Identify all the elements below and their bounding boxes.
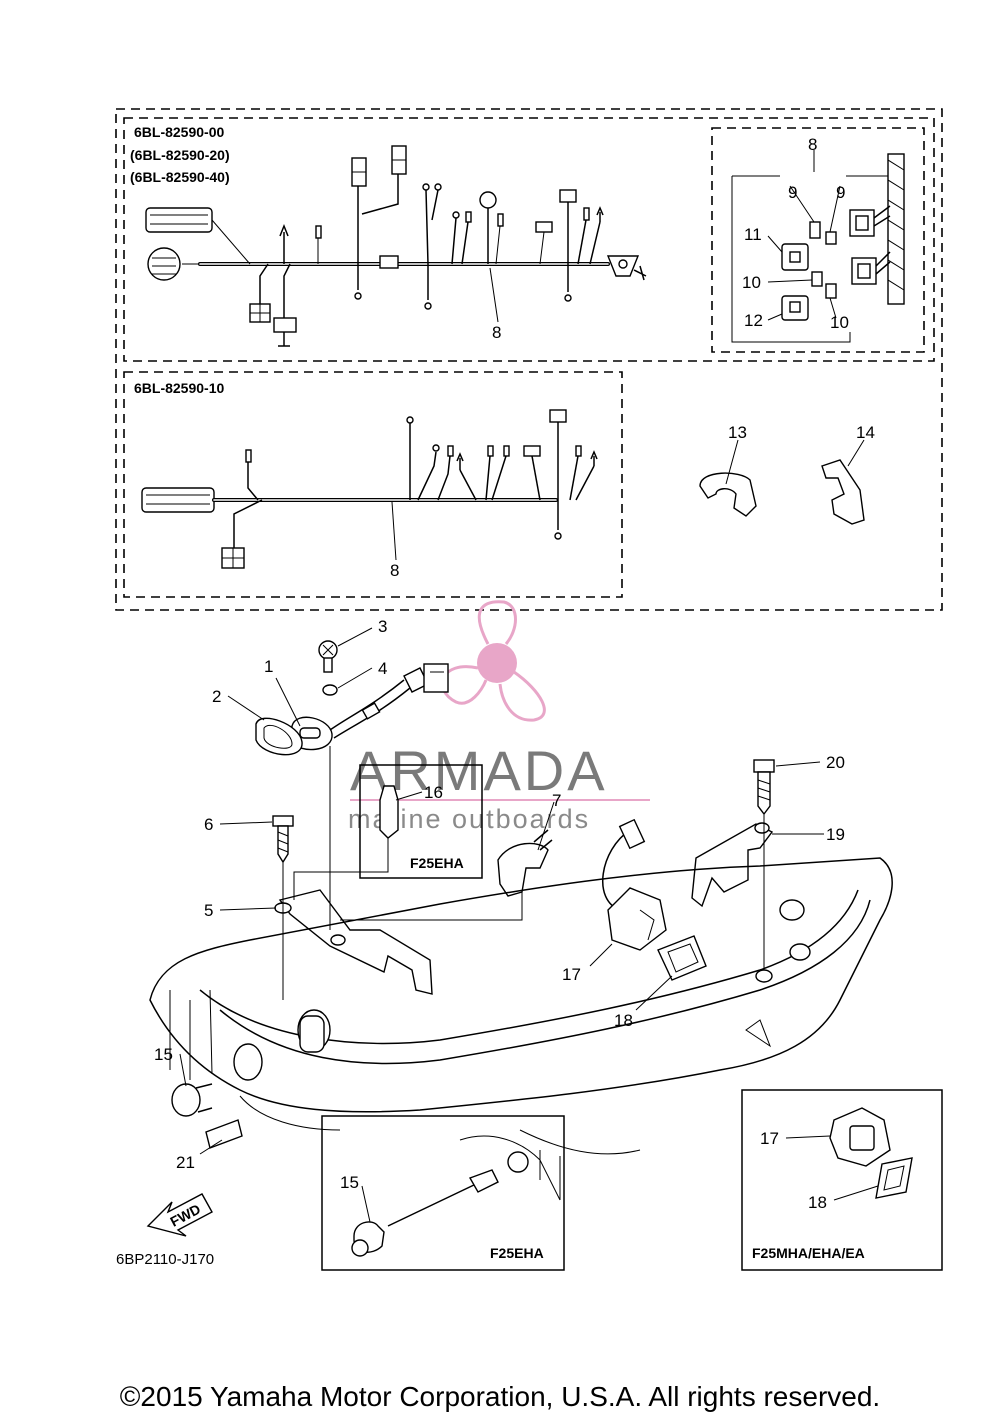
connector-7 (497, 842, 549, 897)
clamp-19 (691, 823, 774, 908)
label-21 (205, 1119, 243, 1149)
callout-14: 14 (856, 423, 875, 442)
drawing-code: 6BP2110-J170 (116, 1251, 214, 1268)
cable-connector (423, 663, 449, 693)
coupler-10b (825, 283, 837, 299)
callout-7: 7 (552, 791, 561, 810)
coupler-10a (811, 271, 823, 287)
bolt-20 (753, 759, 775, 773)
copyright-footer: ©2015 Yamaha Motor Corporation, U.S.A. A… (120, 1381, 880, 1412)
sensor-bulb (479, 191, 497, 209)
variant-label-17-18: F25MHA/EHA/EA (752, 1245, 865, 1261)
callout-21: 21 (176, 1153, 195, 1172)
washer-4 (322, 684, 338, 696)
connector-detail (731, 150, 905, 343)
variant-label-15: F25EHA (490, 1245, 544, 1261)
bolt-6 (272, 815, 294, 827)
lower-terminal-connector (549, 409, 567, 423)
coupler-9a (809, 221, 821, 239)
callout-20: 20 (826, 753, 845, 772)
part-number-upper-3: (6BL-82590-40) (130, 169, 230, 185)
inset-17-18-frame (741, 1089, 943, 1271)
inset-16-frame (359, 764, 483, 879)
wire-harness-upper (145, 145, 647, 347)
cable-grommet-assembly (291, 663, 449, 751)
callout-12: 12 (744, 311, 763, 330)
callout-4: 4 (378, 659, 387, 678)
round-connector (147, 247, 181, 281)
callout-6: 6 (204, 815, 213, 834)
callout-19: 19 (826, 825, 845, 844)
clamp-14 (821, 459, 865, 525)
part-number-upper-2: (6BL-82590-20) (130, 147, 230, 163)
callout-18-main: 18 (614, 1011, 633, 1030)
forward-direction-arrow: FWD (146, 1193, 213, 1237)
inset-15-frame (321, 1115, 565, 1271)
wire-harness-lower (141, 409, 598, 569)
callout-18-inset: 18 (808, 1193, 827, 1212)
upper-harness-frame (123, 117, 935, 362)
callout-3: 3 (378, 617, 387, 636)
callout-5: 5 (204, 901, 213, 920)
propeller-hub (477, 643, 517, 683)
callout-8-lower-harness: 8 (390, 561, 399, 580)
variant-label-16: F25EHA (410, 855, 464, 871)
callout-11: 11 (744, 225, 762, 244)
callout-17-inset: 17 (760, 1129, 779, 1148)
coupler-9b (825, 231, 837, 245)
callout-15-inset: 15 (340, 1173, 359, 1192)
callout-9-right: 9 (836, 183, 845, 202)
callout-10-bottom: 10 (830, 313, 849, 332)
callout-13: 13 (728, 423, 747, 442)
connector-detail-frame (711, 127, 925, 353)
callout-17-main: 17 (562, 965, 581, 984)
connector-17 (607, 887, 667, 951)
callout-2: 2 (212, 687, 221, 706)
part-number-lower: 6BL-82590-10 (134, 380, 224, 396)
callout-10-left: 10 (742, 273, 761, 292)
callout-8-upper-harness: 8 (492, 323, 501, 342)
plug-15 (171, 1083, 201, 1117)
grommet-18-inset (875, 1157, 913, 1199)
bottom-cowling (149, 857, 893, 1200)
harness-main-connector (145, 207, 213, 233)
callout-8-detail: 8 (808, 135, 817, 154)
lower-harness-frame (123, 371, 623, 598)
terminal-connector (559, 189, 577, 203)
callout-15-main: 15 (154, 1045, 173, 1064)
grommet-18 (657, 935, 707, 981)
bracket-5 (278, 889, 433, 995)
part-number-upper-1: 6BL-82590-00 (134, 124, 224, 140)
clip-16 (379, 785, 399, 839)
callout-9-left: 9 (788, 183, 797, 202)
callout-16: 16 (424, 783, 443, 802)
seal-2 (255, 717, 303, 756)
callout-1: 1 (264, 657, 273, 676)
harness-lower-main-connector (141, 487, 215, 513)
clamp-13 (699, 472, 757, 517)
outer-dashed-frame (115, 108, 943, 611)
